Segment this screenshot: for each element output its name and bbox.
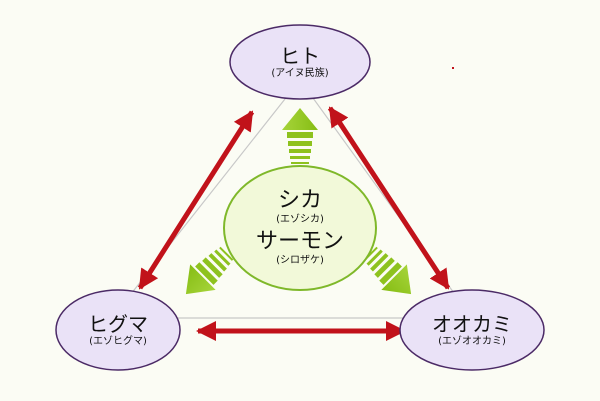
green-arrow-up bbox=[282, 108, 318, 164]
node-human: ヒト (アイヌ民族) bbox=[230, 25, 370, 99]
green-arrow-down-right bbox=[363, 246, 412, 295]
arrow-human-wolf bbox=[327, 106, 451, 290]
green-arrow-down-left bbox=[185, 246, 234, 295]
node-bear: ヒグマ (エゾヒグマ) bbox=[56, 290, 180, 370]
node-human-name: ヒト bbox=[280, 43, 320, 68]
center-node: シカ (エゾシカ) サーモン (シロザケ) bbox=[224, 180, 376, 276]
node-human-ellipse bbox=[229, 24, 371, 100]
node-bear-name: ヒグマ bbox=[88, 311, 148, 336]
center-sub-salmon: (シロザケ) bbox=[276, 255, 324, 266]
node-bear-sub: (エゾヒグマ) bbox=[89, 335, 147, 347]
node-wolf-name: オオカミ bbox=[432, 311, 512, 336]
node-wolf-ellipse bbox=[399, 289, 545, 371]
center-name-salmon: サーモン bbox=[255, 229, 344, 254]
center-sub-deer: (エゾシカ) bbox=[276, 214, 324, 225]
center-ellipse bbox=[223, 165, 377, 291]
stray-dot bbox=[452, 67, 454, 69]
node-bear-ellipse bbox=[55, 289, 181, 371]
node-wolf-sub: (エゾオオカミ) bbox=[438, 335, 506, 347]
arrow-human-bear bbox=[137, 110, 255, 290]
node-wolf: オオカミ (エゾオオカミ) bbox=[400, 290, 544, 370]
node-human-sub: (アイヌ民族) bbox=[271, 67, 329, 79]
center-name-deer: シカ bbox=[277, 188, 322, 213]
